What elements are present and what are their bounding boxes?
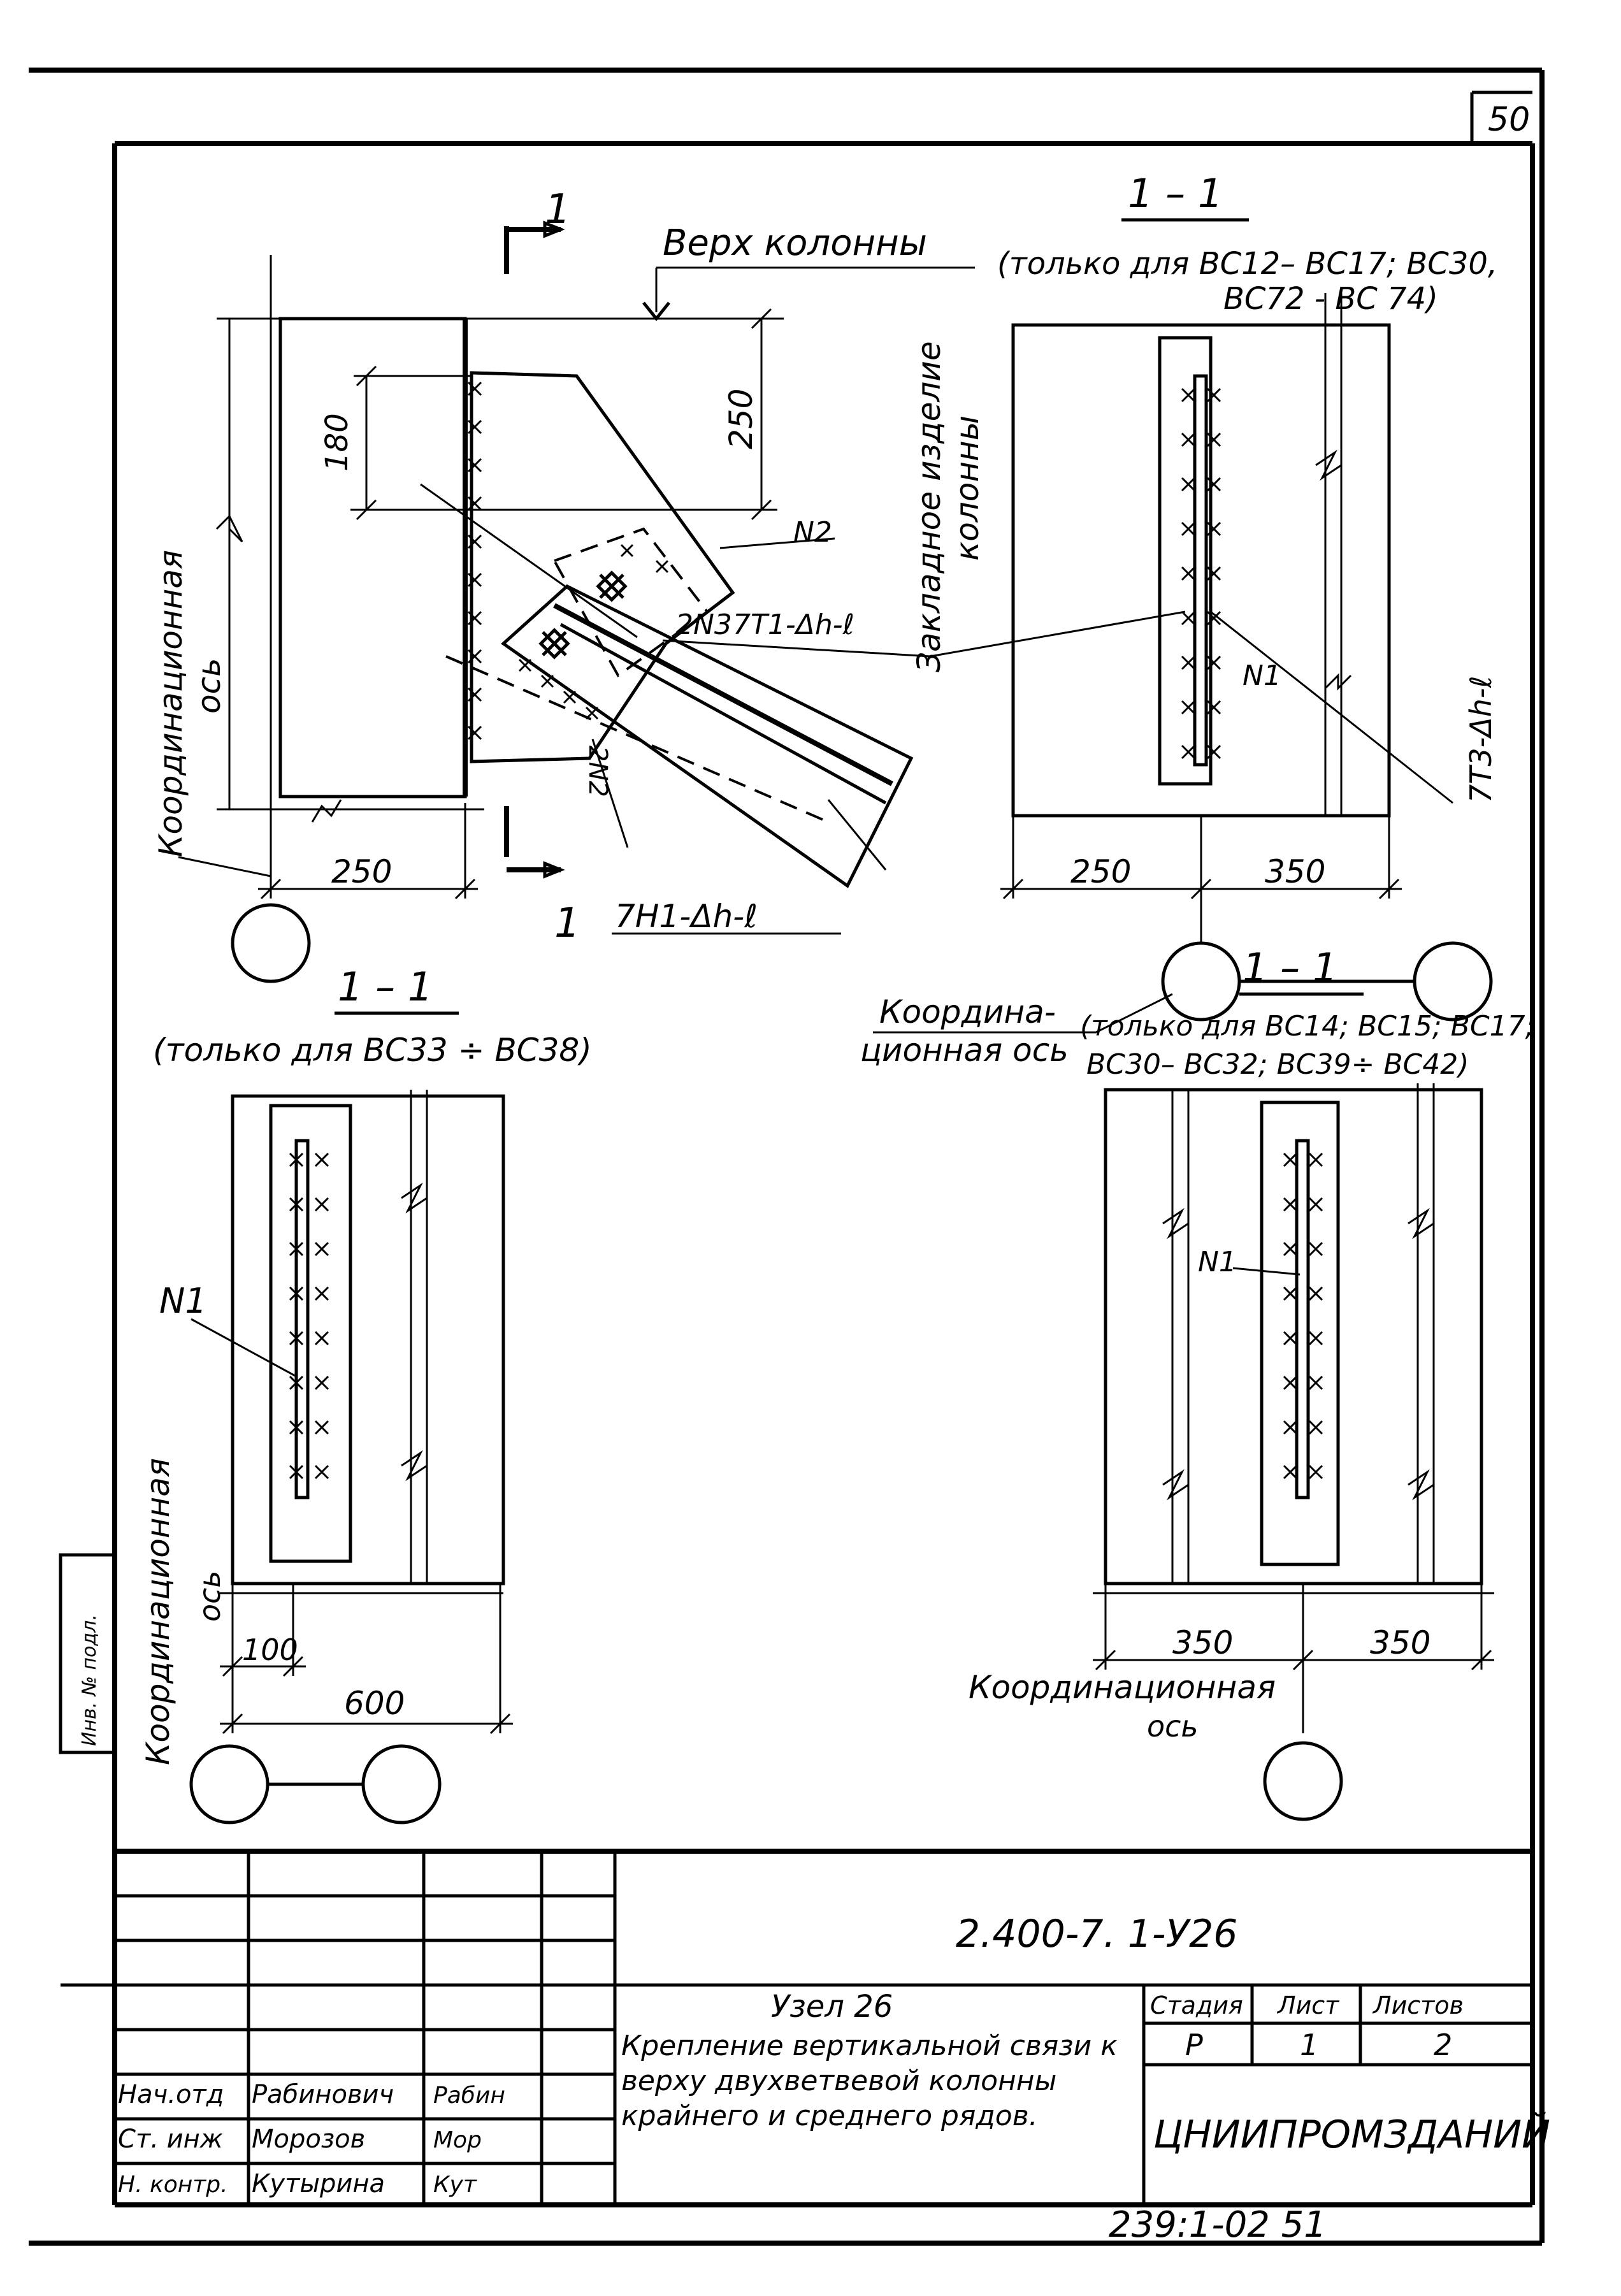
section-c-title: 1 – 1 [1243, 944, 1337, 991]
n3-weld-label: 2N3 [675, 609, 732, 641]
section-c-note-1: (только для ВС14; ВС15; ВС17; [1080, 1010, 1534, 1043]
section-a-dim-right: 350 [1265, 853, 1325, 890]
section-mark-bottom: 1 [554, 900, 580, 947]
signer-sign-3: Мор [433, 2127, 482, 2153]
title-line-3: верху двухветвевой колонны [621, 2065, 1056, 2097]
sheet-value: 1 [1300, 2028, 1318, 2062]
signer-sign-2: Рабин [433, 2083, 505, 2109]
signer-sign-4: Кут [433, 2172, 477, 2198]
top-view [178, 220, 975, 983]
footer-code: 239:1-02 51 [1109, 2204, 1327, 2246]
signer-role-2: Нач.отд [118, 2080, 224, 2109]
axis-label-vertical-2: ось [191, 658, 227, 714]
section-a-n1: N1 [1243, 660, 1281, 692]
title-line-4: крайнего и среднего рядов. [621, 2100, 1038, 2132]
axis-label-vertical-1: Координационная [152, 550, 189, 857]
section-c-axis-2: ось [1147, 1709, 1199, 1744]
n2-label: N2 [793, 516, 832, 549]
section-mark-top: 1 [545, 186, 571, 233]
section-b-axis-1: Координационная [140, 1458, 177, 1765]
sheet-number: 50 [1488, 101, 1530, 139]
section-b-dim-100: 100 [242, 1633, 298, 1667]
weld-label-2: 7Н1-Δh-ℓ [615, 898, 758, 935]
doc-code: 2.400-7. 1-У26 [956, 1912, 1237, 1956]
section-a-axis-2: ционная ось [860, 1032, 1069, 1069]
title-block-grid [61, 1849, 1532, 2205]
side-stamp [59, 1553, 117, 1754]
bolt-symbol-2 [538, 628, 570, 660]
section-b-n1: N1 [159, 1281, 207, 1321]
dim-180: 180 [319, 413, 355, 472]
dim-250-horizontal: 250 [331, 853, 392, 890]
signer-role-4: Н. контр. [118, 2172, 228, 2198]
bolt-symbol-1 [596, 570, 628, 602]
title-line-2: Крепление вертикальной связи к [621, 2030, 1118, 2062]
stage-header: Стадия [1150, 1991, 1243, 2019]
sheet-header: Лист [1276, 1991, 1340, 2019]
section-a-note-2: ВС72 - ВС 74) [1223, 281, 1438, 317]
section-c [1093, 992, 1494, 1821]
organization: ЦНИИПРОМЗДАНИЙ [1153, 2112, 1550, 2157]
signer-name-2: Рабинович [252, 2080, 394, 2109]
sheet-border [29, 68, 1545, 2246]
dim-250-vertical: 250 [723, 389, 760, 449]
signer-name-3: Морозов [252, 2125, 365, 2154]
side-stamp-text: Инв. № подл. [78, 1614, 101, 1746]
section-c-dim-left: 350 [1172, 1624, 1233, 1661]
section-a-weld: 7Т3-Δh-ℓ [1464, 676, 1498, 803]
section-c-n1: N1 [1198, 1246, 1237, 1278]
n2-lower-label: 2N2 [583, 746, 612, 797]
section-b-title: 1 – 1 [338, 964, 433, 1010]
embedded-part-label-2: колонны [949, 415, 986, 561]
section-a [873, 218, 1493, 1034]
embedded-part-label-1: Закладное изделие [911, 341, 947, 672]
section-b-note: (только для ВС33 ÷ ВС38) [153, 1032, 592, 1069]
weld-label-1: 7Т1-Δh-ℓ [733, 609, 854, 641]
sheets-value: 2 [1434, 2028, 1452, 2062]
signer-role-3: Ст. инж [118, 2125, 223, 2154]
sheets-header: Листов [1372, 1991, 1464, 2019]
section-b-axis-2: ось [192, 1570, 227, 1622]
title-line-1: Узел 26 [771, 1989, 893, 2025]
section-c-dim-right: 350 [1370, 1624, 1430, 1661]
signer-name-4: Кутырина [252, 2169, 385, 2199]
section-a-note-1: (только для ВС12– ВС17; ВС30, [997, 246, 1497, 282]
section-c-axis-1: Координационная [969, 1669, 1276, 1706]
section-b [189, 1011, 513, 1824]
weld-crosses-vertical [467, 381, 482, 740]
section-a-title: 1 – 1 [1128, 170, 1223, 217]
section-a-dim-left: 250 [1070, 853, 1131, 890]
section-c-note-2: ВС30– ВС32; ВС39÷ ВС42) [1086, 1048, 1469, 1081]
section-b-dim-600: 600 [344, 1685, 405, 1722]
top-of-column-label: Верх колонны [663, 222, 927, 264]
section-a-axis-1: Координа- [879, 993, 1056, 1030]
stage-value: Р [1185, 2028, 1203, 2062]
